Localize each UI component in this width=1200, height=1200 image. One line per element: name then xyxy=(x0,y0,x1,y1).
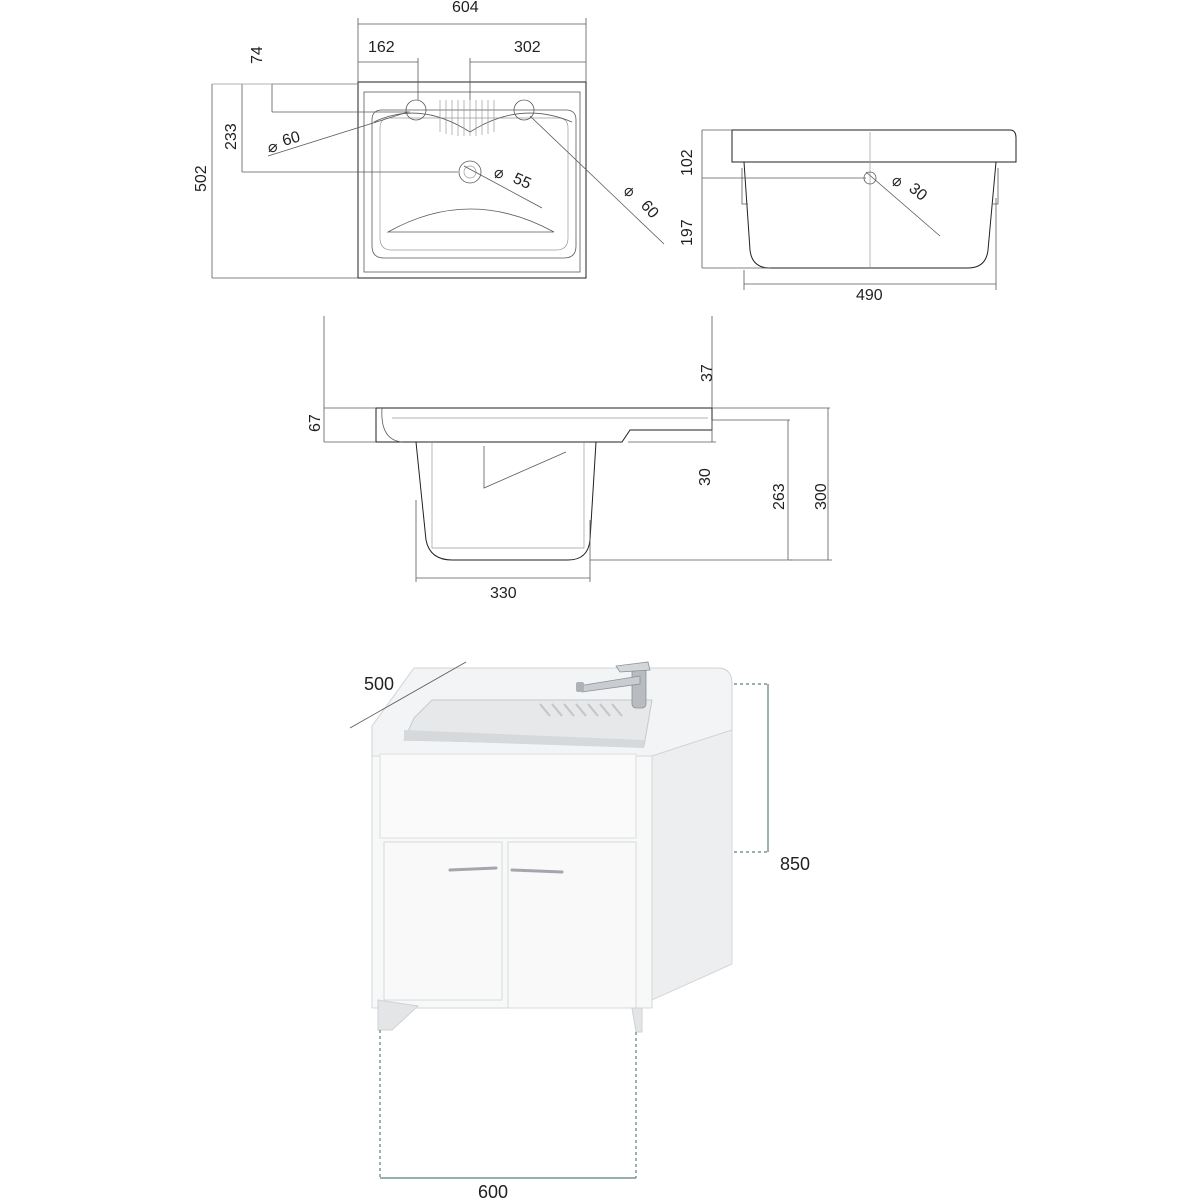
cabinet-side xyxy=(651,729,733,1001)
top-view-washboard-curve xyxy=(373,112,573,133)
dim-cabinet-depth: 500 xyxy=(364,674,394,694)
cabinet-right-leg xyxy=(631,1007,643,1033)
dim-cabinet-width: 600 xyxy=(478,1182,508,1200)
cabinet-left-leg xyxy=(377,999,420,1031)
cabinet-sink-edge xyxy=(404,730,644,748)
top-view-right-hole xyxy=(513,99,535,121)
dim-front-basin-depth: 263 xyxy=(771,483,788,510)
top-view-drain xyxy=(458,160,482,184)
top-view-outline xyxy=(357,81,587,279)
diameter-symbol-left: ⌀ xyxy=(268,139,278,156)
dim-side-depth: 490 xyxy=(856,287,883,304)
diameter-symbol-side: ⌀ xyxy=(892,173,902,190)
dim-side-basin-height: 197 xyxy=(679,219,696,246)
side-view-left-step xyxy=(741,168,748,205)
top-view-basin xyxy=(371,109,577,259)
faucet-icon xyxy=(576,661,651,709)
front-view-slope xyxy=(483,446,567,489)
dim-side-rim-height: 102 xyxy=(679,149,696,176)
diameter-symbol-right: ⌀ xyxy=(624,183,634,200)
dim-cabinet-height: 850 xyxy=(780,854,810,874)
side-view-right-step xyxy=(992,168,999,205)
dim-top-overall-width: 604 xyxy=(452,0,479,16)
dim-top-hole-height: 233 xyxy=(223,123,240,150)
dim-top-overall-depth: 502 xyxy=(193,165,210,192)
top-view-washboard-ribs xyxy=(439,100,495,136)
right-door-handle-icon xyxy=(510,868,564,874)
top-view-lower-shelf xyxy=(386,208,555,233)
top-view-basin-inner xyxy=(379,117,569,251)
dim-top-left-hole-offset: 162 xyxy=(368,39,395,56)
top-view-drain-inner xyxy=(463,165,477,179)
dim-front-rim-height: 67 xyxy=(307,414,324,432)
diameter-symbol-drain: ⌀ xyxy=(494,165,504,182)
front-view-rim xyxy=(375,407,713,443)
cabinet-left-door xyxy=(383,841,503,1001)
front-view-rim-curve xyxy=(381,407,403,443)
dim-front-step: 30 xyxy=(697,468,714,486)
side-view: 102 197 ⌀ 30 490 xyxy=(679,129,1017,304)
top-view-inner-rim xyxy=(363,91,581,273)
cabinet-top-panel xyxy=(379,753,637,839)
cabinet-right-door xyxy=(507,841,637,1009)
left-door-handle-icon xyxy=(448,866,498,872)
top-view: 604 162 302 74 233 502 ⌀ 60 ⌀ 55 ⌀ 60 xyxy=(193,0,665,279)
dim-top-left-hole-diameter: 60 xyxy=(280,129,302,150)
dim-front-basin-width: 330 xyxy=(490,585,517,602)
side-view-rim xyxy=(731,129,1017,163)
dim-top-offset: 74 xyxy=(249,46,266,64)
dim-side-drain-diameter: 30 xyxy=(905,180,930,205)
cabinet-washboard-ribs xyxy=(539,703,623,717)
dim-top-right-hole-diameter: 60 xyxy=(637,197,662,222)
front-view-basin xyxy=(415,441,597,561)
cabinet-illustration: 500 850 600 xyxy=(349,661,810,1200)
top-view-left-hole xyxy=(405,99,427,121)
dim-front-total-height: 300 xyxy=(813,483,830,510)
front-view-basin-inner xyxy=(431,442,585,549)
dim-top-right-span: 302 xyxy=(514,39,541,56)
front-view: 37 67 30 263 300 330 xyxy=(307,316,832,602)
side-view-basin xyxy=(743,161,997,269)
dim-top-drain-diameter: 55 xyxy=(510,170,533,193)
dim-front-rim-top: 37 xyxy=(699,364,716,382)
